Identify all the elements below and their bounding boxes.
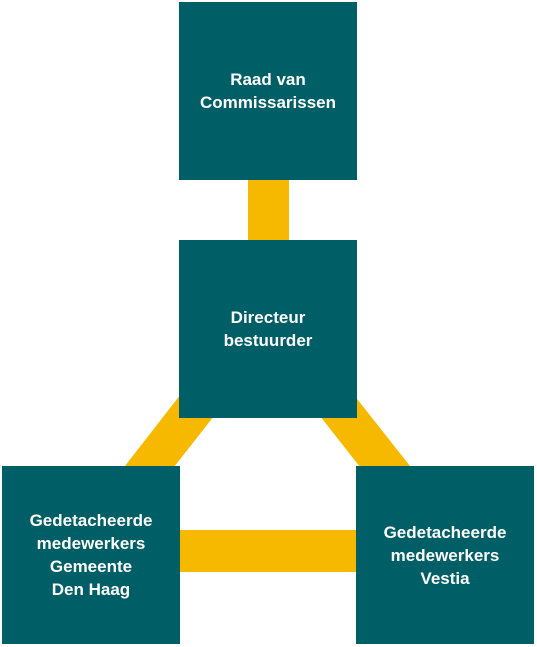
connector-gemeente-vestia: [178, 530, 358, 572]
node-raad-van-commissarissen: Raad van Commissarissen: [179, 2, 357, 180]
node-label-directeur: Directeur bestuurder: [223, 308, 313, 350]
node-label-vestia: Gedetacheerde medewerkers Vestia: [383, 522, 507, 588]
node-medewerkers-vestia: Gedetacheerde medewerkers Vestia: [356, 466, 534, 644]
node-label-raad: Raad van Commissarissen: [199, 70, 337, 112]
node-directeur-bestuurder: Directeur bestuurder: [179, 240, 357, 418]
connector-raad-directeur: [248, 178, 289, 242]
node-medewerkers-gemeente: Gedetacheerde medewerkers Gemeente Den H…: [2, 466, 180, 644]
node-label-gemeente: Gedetacheerde medewerkers Gemeente Den H…: [29, 511, 153, 599]
